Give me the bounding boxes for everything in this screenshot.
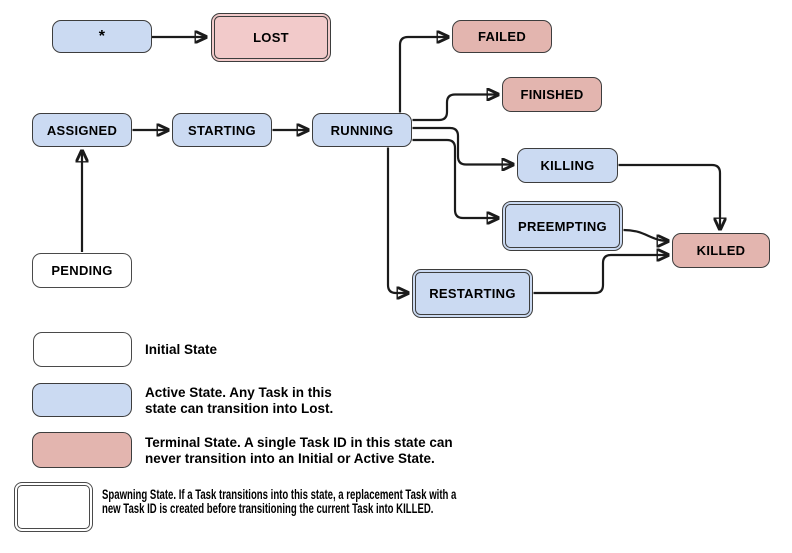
state-node-killing: KILLING [517, 148, 618, 183]
state-node-pending: PENDING [32, 253, 132, 288]
legend-swatch-spawning-state [14, 482, 93, 532]
state-node-killed: KILLED [672, 233, 770, 268]
state-label-killing: KILLING [540, 158, 595, 173]
state-node-star: * [52, 20, 152, 53]
edge-running-to-restarting [386, 147, 409, 294]
state-label-failed: FAILED [477, 29, 527, 44]
state-node-restarting: RESTARTING [412, 269, 533, 318]
state-label-lost: LOST [253, 30, 289, 45]
legend-label-terminal-state: Terminal State. A single Task ID in this… [145, 435, 453, 466]
state-node-running: RUNNING [312, 113, 412, 147]
state-node-preempting: PREEMPTING [502, 201, 623, 251]
edge-killing-to-killed [618, 163, 721, 230]
state-label-starting: STARTING [188, 122, 256, 138]
state-label-star: * [98, 27, 106, 45]
legend-swatch-initial-state [33, 332, 132, 367]
legend-label-active-state: Active State. Any Task in this state can… [145, 385, 334, 416]
edge-preempting-to-killed [623, 228, 670, 241]
state-label-restarting: RESTARTING [429, 286, 516, 301]
edge-restarting-to-killed [533, 255, 670, 295]
state-label-finished: FINISHED [520, 87, 584, 102]
legend-swatch-active-state [32, 383, 132, 417]
edge-running-to-preempting [412, 138, 500, 218]
state-node-finished: FINISHED [502, 77, 602, 112]
state-label-preempting: PREEMPTING [518, 218, 607, 234]
state-node-lost: LOST [211, 13, 331, 62]
state-node-assigned: ASSIGNED [32, 113, 132, 147]
legend-label-initial-state: Initial State [145, 342, 218, 357]
state-label-running: RUNNING [330, 122, 394, 138]
state-node-starting: STARTING [172, 113, 272, 147]
edge-running-to-finished [412, 95, 500, 122]
edge-running-to-failed [398, 37, 449, 113]
state-node-failed: FAILED [452, 20, 552, 53]
edge-running-to-killing [412, 126, 515, 165]
state-label-killed: KILLED [696, 243, 746, 258]
state-label-pending: PENDING [51, 263, 113, 278]
legend-swatch-terminal-state [32, 432, 132, 468]
legend-label-spawning-state: Spawning State. If a Task transitions in… [102, 487, 457, 517]
state-label-assigned: ASSIGNED [46, 122, 118, 138]
